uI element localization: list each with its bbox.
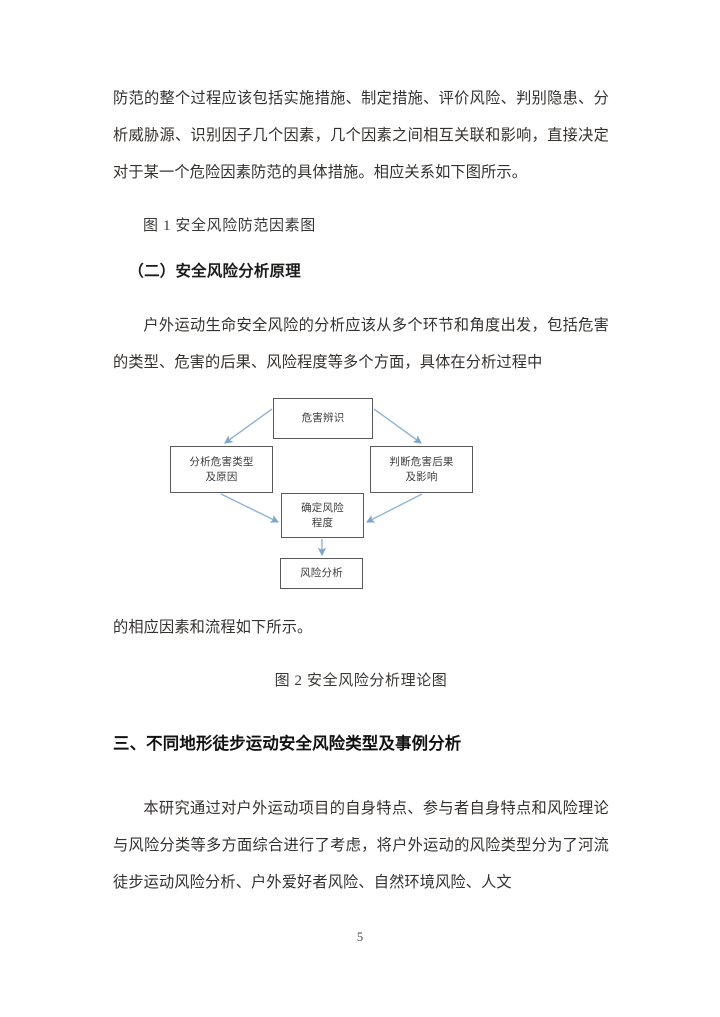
paragraph-factors-and-process: 的相应因素和流程如下所示。 bbox=[113, 619, 313, 636]
section-heading-gap bbox=[113, 698, 609, 726]
arrow-hazard-to-judge bbox=[373, 408, 422, 444]
flow-node-analyze-hazard-type: 分析危害类型 及原因 bbox=[170, 446, 273, 493]
arrow-hazard-to-analyze bbox=[224, 408, 273, 444]
flow-node-analyze-hazard-type-line1: 分析危害类型 bbox=[189, 455, 254, 468]
caption-gap bbox=[113, 243, 609, 253]
figure2-caption-gap bbox=[113, 646, 609, 664]
flowchart-arrows-layer bbox=[220, 408, 423, 557]
heading-terrain-hiking-risk-types: 三、不同地形徒步运动安全风险类型及事例分析 bbox=[113, 734, 462, 753]
arrow-judge-to-determine bbox=[366, 493, 423, 523]
figure-2-flowchart: 危害辨识 分析危害类型 及原因 判断危害后果 及影响 确定风险 程度 bbox=[113, 395, 609, 603]
flow-node-risk-analysis-label: 风险分析 bbox=[300, 567, 343, 579]
heading-safety-risk-analysis-principle: （二）安全风险分析原理 bbox=[128, 262, 301, 280]
paragraph-prevention-process: 防范的整个过程应该包括实施措施、制定措施、评价风险、判别隐患、分析威胁源、识别因… bbox=[113, 90, 609, 181]
flow-node-judge-hazard-consequence-line1: 判断危害后果 bbox=[389, 455, 454, 468]
heading-gap bbox=[113, 289, 609, 307]
flow-node-judge-hazard-consequence: 判断危害后果 及影响 bbox=[370, 446, 473, 493]
flow-node-judge-hazard-consequence-line2: 及影响 bbox=[405, 470, 438, 483]
figure-1-caption: 图 1 安全风险防范因素图 bbox=[143, 218, 316, 234]
figure-2-caption: 图 2 安全风险分析理论图 bbox=[274, 673, 448, 689]
flow-node-determine-risk-level-line2: 程度 bbox=[311, 516, 334, 529]
flow-node-analyze-hazard-type-line2: 及原因 bbox=[205, 470, 238, 483]
flow-node-hazard-identification: 危害辨识 bbox=[273, 398, 373, 439]
flow-node-determine-risk-level: 确定风险 程度 bbox=[281, 493, 364, 538]
page-number: 5 bbox=[356, 930, 364, 944]
paragraph-outdoor-risk-analysis: 户外运动生命安全风险的分析应该从多个环节和角度出发，包括危害的类型、危害的后果、… bbox=[113, 317, 609, 371]
flow-node-risk-analysis: 风险分析 bbox=[280, 558, 363, 589]
paragraph-gap bbox=[113, 191, 609, 209]
paragraph-research-risk-classification: 本研究通过对户外运动项目的自身特点、参与者自身特点和风险理论与风险分类等多方面综… bbox=[113, 800, 609, 891]
flow-node-determine-risk-level-line1: 确定风险 bbox=[301, 501, 344, 514]
page-content: 防范的整个过程应该包括实施措施、制定措施、评价风险、判别隐患、分析威胁源、识别因… bbox=[113, 80, 609, 901]
arrow-analyze-to-determine bbox=[220, 493, 280, 523]
flow-node-hazard-identification-label: 危害辨识 bbox=[301, 412, 345, 424]
post-heading-gap bbox=[113, 762, 609, 790]
